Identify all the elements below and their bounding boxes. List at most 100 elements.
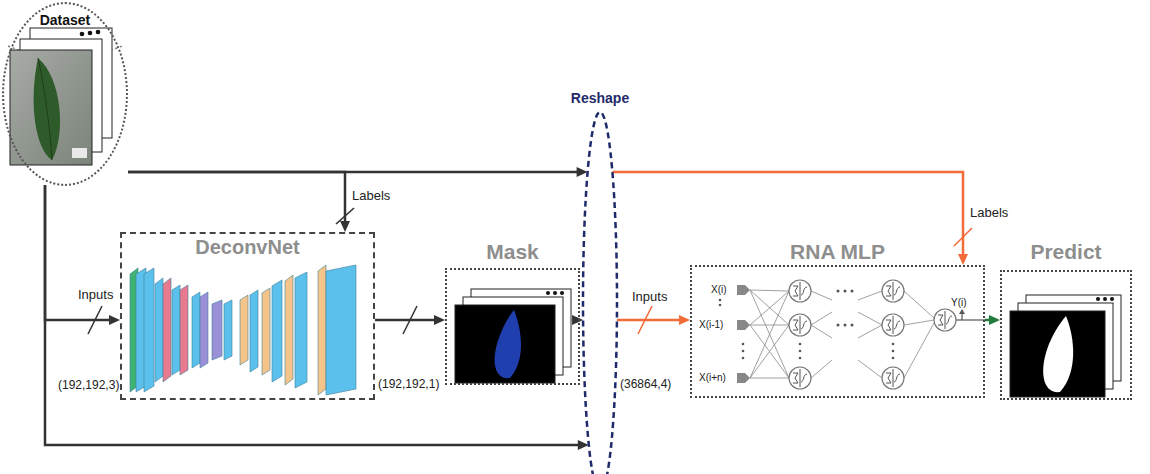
mlp-network	[793, 316, 807, 334]
edge-label: Labels	[352, 188, 390, 203]
mlp-network	[882, 314, 904, 336]
reshape-ellipse: Reshape	[560, 90, 640, 474]
mlp-network	[750, 290, 985, 378]
mask-images	[495, 310, 521, 378]
mlp-network	[811, 291, 832, 378]
deconvnet-layers	[250, 290, 258, 372]
dataset-images	[80, 32, 85, 37]
connector	[45, 185, 120, 325]
connector-line	[612, 172, 963, 255]
mlp-box: RNA MLP	[690, 240, 985, 398]
deconvnet-layers	[318, 265, 326, 395]
predict-images	[1010, 311, 1105, 397]
predict-images	[1110, 297, 1114, 301]
deconvnet-layers	[272, 280, 282, 382]
arrow-head	[578, 440, 589, 450]
mlp-network	[789, 314, 811, 336]
mlp-network	[886, 369, 900, 387]
connector	[128, 167, 588, 177]
mlp-network	[956, 319, 985, 320]
dotted-frame	[1000, 270, 1132, 400]
arrow-head	[572, 315, 583, 325]
connector-line	[128, 171, 578, 174]
predict-box: Predict	[1000, 240, 1132, 400]
deconvnet-layers	[172, 285, 180, 375]
connector	[617, 315, 690, 325]
mlp-network	[961, 313, 962, 320]
node-title: DeconvNet	[195, 236, 299, 259]
mlp-network	[934, 309, 956, 331]
mlp-network	[882, 280, 904, 302]
mlp-network	[789, 367, 811, 389]
mlp-network	[851, 324, 854, 327]
connector	[45, 185, 589, 450]
mlp-network	[892, 343, 895, 346]
dataset-images	[88, 31, 93, 36]
dotted-frame	[690, 265, 985, 398]
dataset-images	[34, 58, 60, 160]
mlp-network	[844, 290, 847, 293]
deconvnet-layers	[295, 272, 307, 388]
connector	[375, 315, 445, 325]
mlp-network	[793, 282, 807, 300]
deconvnet-layers	[155, 278, 163, 382]
deconvnet-layers	[212, 300, 222, 360]
reshape-ellipse-line	[583, 112, 617, 474]
deconvnet-layers	[240, 295, 248, 365]
mask-images	[455, 305, 555, 383]
arrow-head	[679, 315, 690, 325]
predict-images	[1103, 297, 1107, 301]
connector-line	[375, 319, 435, 322]
dimension-label: (192,192,3)	[58, 378, 119, 392]
mlp-network	[750, 290, 789, 378]
signal-name: X(i)	[711, 284, 727, 296]
connector-line	[128, 172, 345, 222]
predict-images	[1043, 316, 1073, 392]
arrow-head	[340, 221, 350, 232]
signal-name: Y(i)	[951, 297, 967, 309]
connector-line	[617, 319, 680, 322]
network-box: DeconvNet	[120, 232, 375, 400]
connector-line	[45, 185, 579, 445]
mlp-network	[882, 367, 904, 389]
arrow-head	[989, 315, 1000, 325]
mlp-network	[793, 369, 807, 387]
mlp-network	[892, 357, 895, 360]
mlp-network	[793, 282, 952, 387]
deconvnet-layers	[130, 265, 356, 395]
predict-images	[1096, 297, 1100, 301]
mlp-network	[799, 343, 802, 346]
deconvnet-layers	[224, 300, 232, 360]
deconvnet-layers	[163, 278, 171, 382]
mlp-network	[892, 350, 895, 353]
mlp-network	[844, 324, 847, 327]
node-title: Predict	[1030, 240, 1101, 264]
node-title: Dataset	[40, 12, 91, 29]
mlp-network	[886, 316, 900, 334]
dataset-images	[72, 148, 87, 158]
edge-label: Labels	[970, 205, 1008, 220]
connector	[612, 172, 968, 265]
dimension-label: Inputs	[632, 289, 667, 304]
node-title: Reshape	[571, 90, 629, 106]
node-title: Mask	[486, 240, 539, 264]
mlp-network	[851, 290, 854, 293]
arrow-head	[109, 315, 120, 325]
mlp-network	[737, 285, 750, 383]
connector	[572, 315, 583, 325]
mlp-network	[799, 350, 802, 353]
signal-name: X(i+n)	[699, 372, 726, 384]
mlp-network	[742, 343, 745, 346]
mlp-network	[719, 280, 985, 389]
bus-slash	[88, 208, 972, 334]
deconvnet-layers	[180, 285, 188, 375]
deconvnet-layers	[200, 292, 208, 368]
arrow-head	[434, 315, 445, 325]
signal-name: X(i-1)	[699, 319, 723, 331]
predict-images	[1010, 295, 1121, 397]
deconvnet-layers	[326, 265, 356, 395]
mlp-network	[737, 320, 750, 330]
